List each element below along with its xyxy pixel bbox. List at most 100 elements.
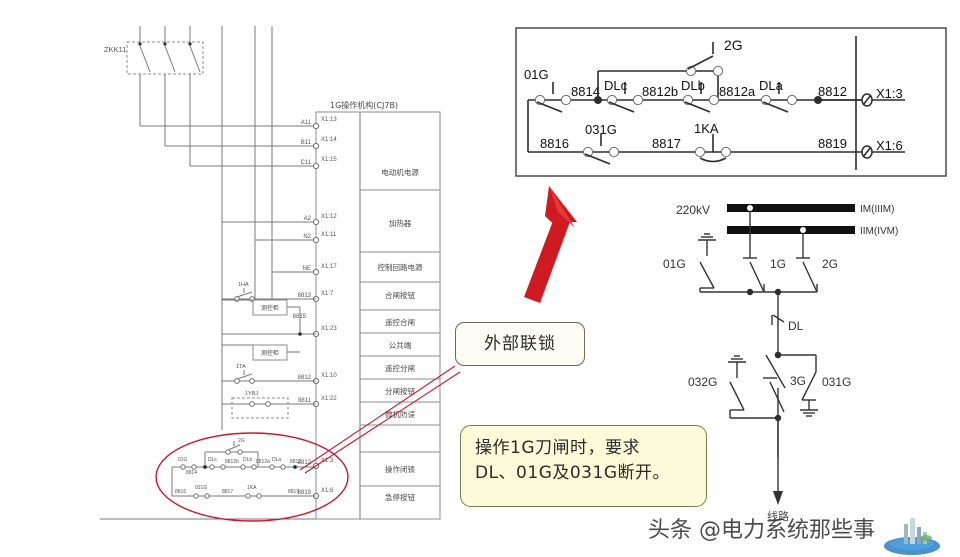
- wire-number: 8816: [175, 489, 186, 495]
- terminal-signal: A2: [304, 216, 312, 222]
- terminal-number: X1:23: [321, 326, 337, 332]
- terminal-number: X1:14: [321, 137, 337, 143]
- function-block-label: 微机防误: [385, 409, 415, 419]
- inset-wire-8812: 8812: [818, 84, 847, 99]
- inset-top-contacts: [534, 82, 822, 113]
- switch-label: DLc: [208, 457, 217, 463]
- terminal-signal: A11: [301, 120, 312, 126]
- label-dl: DL: [788, 319, 804, 333]
- inset-terminal-x16: X1:6: [876, 138, 903, 153]
- terminal-number: X1:10: [321, 373, 337, 379]
- outgoing-line-label: 线路: [767, 509, 789, 523]
- device-label: 1YBJ: [245, 391, 258, 397]
- device-label: 1HA: [238, 282, 249, 288]
- switch-label: 031G: [195, 485, 207, 491]
- inset-switch-2g: 2G: [724, 37, 743, 53]
- terminal-number: X1:17: [321, 264, 337, 270]
- highlight-ellipse: [155, 432, 349, 522]
- callout-external-interlock: 外部联锁: [455, 322, 585, 366]
- label-2g: 2G: [822, 257, 838, 271]
- wire-number: 8812b: [225, 459, 239, 465]
- terminal-signal: B11: [301, 140, 312, 146]
- panel-title: 1G操作机构(CJ7B): [330, 100, 398, 110]
- function-block-label: 电动机电源: [381, 167, 419, 177]
- wire-number: 8812a: [256, 459, 270, 465]
- control-wiring: 1HA 1TA 1YBJ 测控柜 测控柜: [221, 282, 316, 419]
- watermark: 头条 @电力系统那些事: [648, 518, 875, 543]
- function-block-dividers: [360, 189, 440, 487]
- requirement-line-1: 操作1G刀闸时，要求: [475, 438, 640, 458]
- device-label: 1TA: [236, 364, 246, 370]
- function-block-label: 分闸按钮: [385, 386, 415, 396]
- label-01g: 01G: [663, 257, 686, 271]
- function-block-label: 急停按钮: [385, 492, 415, 502]
- disconnector-3g: 3G: [763, 374, 806, 413]
- terminal-number: X1:12: [321, 214, 337, 220]
- supply-rails: [139, 26, 273, 430]
- inset-wire-8812b: 8812b: [642, 84, 678, 99]
- terminal-number: X1:7: [321, 291, 334, 297]
- earth-switch-031g: 031G: [778, 354, 851, 417]
- inset-bottom-contacts: [582, 134, 732, 165]
- inset-switch-01g: 01G: [524, 67, 549, 82]
- line-arrow-icon: [773, 491, 783, 505]
- panel-outline: [315, 111, 441, 520]
- function-block-label: 公共端: [389, 340, 412, 350]
- inset-labels: 01G 8814 DLc 8812b DLb 8812a DLa 8812 X1…: [524, 67, 903, 153]
- cabinet-label: 测控柜: [261, 349, 279, 357]
- inset-wire-8817: 8817: [652, 136, 681, 151]
- switch-label: 1KA: [247, 485, 257, 491]
- terminal-labels: A11 X1:13 B11 X1:14 C11 X1:15 A2 X1:12 N…: [293, 117, 338, 496]
- cabinet-label: 测控柜: [261, 304, 279, 312]
- bus-bar-1: [727, 204, 855, 212]
- callout-leader-line: [304, 371, 461, 474]
- callout-external-text: 外部联锁: [484, 333, 556, 354]
- terminal-signal: 8813: [298, 293, 312, 299]
- terminal-number: X1:15: [321, 157, 337, 163]
- red-arrow-to-inset: [524, 186, 577, 303]
- label-032g: 032G: [688, 375, 717, 389]
- function-block-label: 控制回路电源: [378, 262, 423, 272]
- callout-leader-line: [299, 365, 456, 471]
- switch-label: 01G: [178, 457, 188, 463]
- inset-switch-dla: DLa: [759, 78, 784, 93]
- terminal-number: X1:6: [321, 488, 334, 494]
- terminal-signal: N2: [303, 234, 311, 240]
- callout-operation-requirement: 操作1G刀闸时，要求 DL、01G及031G断开。: [460, 425, 707, 507]
- function-block-label: 加热器: [389, 218, 412, 228]
- inset-switch-1ka: 1KA: [694, 121, 719, 136]
- disconnector-2g: 2G: [778, 257, 838, 293]
- function-block-label: 合闸按钮: [385, 290, 415, 300]
- breaker-label: ZKK11: [104, 45, 126, 54]
- breaker-zkk11: [126, 30, 204, 166]
- function-block-labels: 电动机电源 加热器 控制回路电源 合闸按钮 遥控合闸 公共端 遥控分闸 分闸按钮…: [378, 167, 423, 502]
- terminal-signal: 8812: [298, 375, 312, 381]
- switch-label: DLa: [272, 457, 281, 463]
- label-031g: 031G: [822, 375, 851, 389]
- terminal-number: X1:11: [321, 232, 337, 238]
- bus-label-1: IM(IIIM): [860, 204, 894, 215]
- inset-switch-dlb: DLb: [681, 78, 705, 93]
- bus-bar-2: [727, 226, 855, 234]
- wire-number: 8819: [288, 489, 299, 495]
- switch-label: 2G: [238, 438, 245, 444]
- function-block-label: 遥控合闸: [385, 317, 415, 327]
- function-block-label: 操作闭锁: [385, 464, 415, 474]
- terminal-number: X1:22: [321, 396, 337, 402]
- inset-switch-dlc: DLc: [604, 78, 628, 93]
- wire-number: 8817: [222, 489, 233, 495]
- terminal-number: X1:3: [321, 458, 334, 464]
- inset-wire-8812a: 8812a: [719, 84, 756, 99]
- bus-label-2: IIM(IVM): [860, 226, 898, 237]
- terminal-signal: C11: [300, 160, 311, 166]
- earth-switch-032g: 032G: [688, 355, 778, 419]
- terminal-signal: NE: [303, 266, 311, 272]
- label-3g: 3G: [790, 374, 806, 388]
- inset-switch-031g: 031G: [585, 122, 617, 137]
- switch-label: DLb: [243, 457, 252, 463]
